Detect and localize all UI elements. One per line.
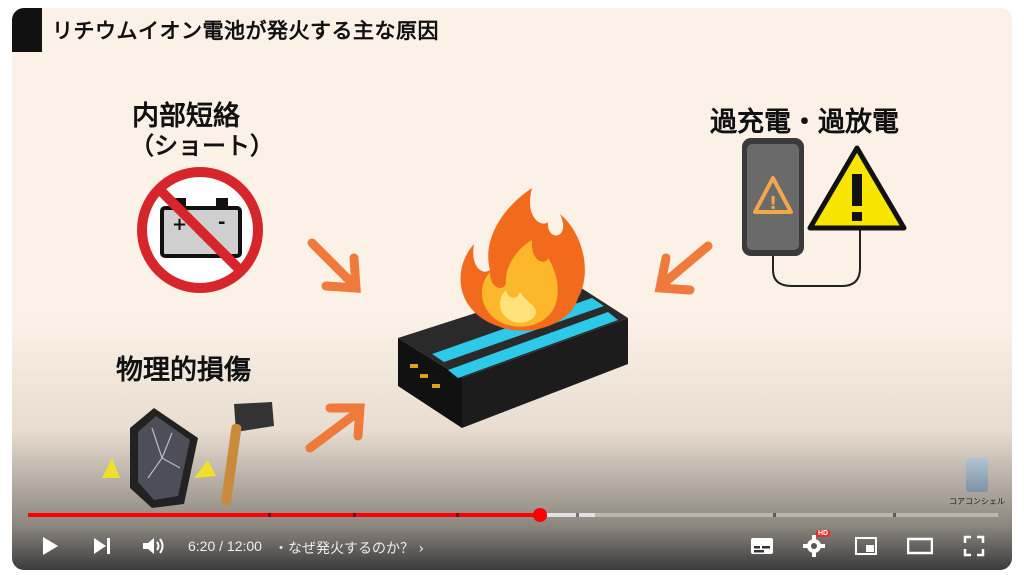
play-icon xyxy=(43,537,58,555)
label-short-circuit: （ショート） xyxy=(130,132,274,160)
svg-text:-: - xyxy=(218,212,225,233)
label-internal-short: 内部短絡 xyxy=(132,101,240,132)
subtitles-button[interactable] xyxy=(746,530,778,562)
channel-watermark[interactable]: コアコンシェル xyxy=(948,458,1006,507)
chapter-marker xyxy=(576,513,579,517)
broken-phone-icon xyxy=(102,408,216,508)
watermark-logo xyxy=(966,458,988,492)
video-player[interactable]: リチウムイオン電池が発火する主な原因 + - xyxy=(12,8,1012,570)
theater-button[interactable] xyxy=(904,530,936,562)
miniplayer-icon xyxy=(855,537,877,555)
next-button[interactable] xyxy=(86,530,118,562)
hd-badge: HD xyxy=(816,530,831,537)
chevron-right-icon: › xyxy=(414,541,425,557)
chapter-marker xyxy=(773,513,776,517)
svg-text:!: ! xyxy=(769,193,777,214)
theater-icon xyxy=(907,537,933,555)
warning-icon xyxy=(807,145,907,231)
label-physical-damage: 物理的損傷 xyxy=(116,355,251,386)
fullscreen-button[interactable] xyxy=(958,530,990,562)
label-overcharge: 過充電・過放電 xyxy=(710,107,899,138)
play-button[interactable] xyxy=(34,530,66,562)
chapter-marker xyxy=(268,513,271,517)
volume-button[interactable] xyxy=(138,530,170,562)
chapter-marker xyxy=(456,513,459,517)
next-icon xyxy=(94,538,110,554)
chapter-marker xyxy=(353,513,356,517)
hammer-icon xyxy=(221,402,274,506)
chapter-label: なぜ発火するのか？ xyxy=(288,541,414,557)
title-block xyxy=(12,8,42,52)
chapter-dot: ・ xyxy=(274,541,288,557)
video-title: リチウムイオン電池が発火する主な原因 xyxy=(52,19,439,43)
settings-icon xyxy=(803,535,825,557)
subtitles-icon xyxy=(751,538,773,554)
arrow-icon xyxy=(305,238,713,453)
illustration: + - Made in Japan xyxy=(102,138,907,508)
fullscreen-icon xyxy=(963,535,985,557)
progress-bar[interactable] xyxy=(28,508,998,522)
player-controls: 6:20 / 12:00 ・なぜ発火するのか？ › HD xyxy=(12,526,1012,566)
scrubber-handle[interactable] xyxy=(533,508,548,522)
duration: 12:00 xyxy=(226,538,262,554)
chapter-title[interactable]: ・なぜ発火するのか？ › xyxy=(274,538,424,558)
chapter-marker xyxy=(893,513,896,517)
phone-warning-icon: ! xyxy=(742,138,861,287)
watermark-text: コアコンシェル xyxy=(949,497,1005,506)
no-battery-icon: + - xyxy=(137,167,263,293)
progress-played xyxy=(28,513,541,517)
settings-button[interactable]: HD xyxy=(798,530,831,562)
volume-icon xyxy=(143,538,164,554)
fire-icon xyxy=(460,188,585,331)
video-title-bar: リチウムイオン電池が発火する主な原因 xyxy=(12,8,439,52)
miniplayer-button[interactable] xyxy=(850,530,882,562)
current-time: 6:20 xyxy=(188,538,216,554)
time-display: 6:20 / 12:00 xyxy=(188,538,262,554)
